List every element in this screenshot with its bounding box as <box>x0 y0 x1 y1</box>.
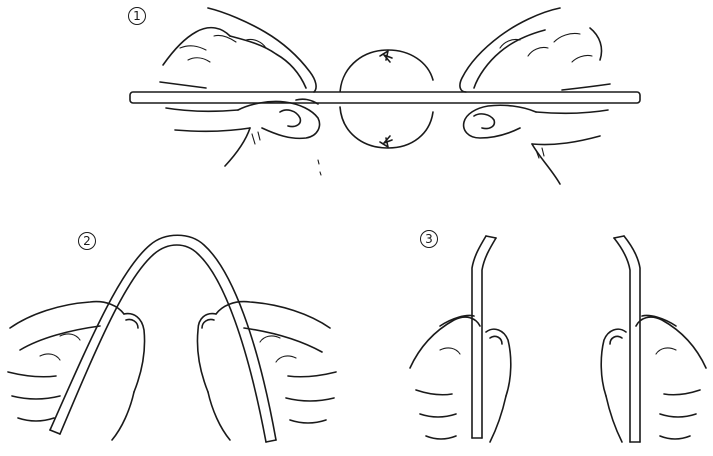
step-2-label: 2 <box>78 232 96 250</box>
step-3-illustration <box>410 236 706 442</box>
step-1-label: 1 <box>128 7 146 25</box>
step-3-label: 3 <box>420 230 438 248</box>
right-hand-icon <box>601 315 706 442</box>
right-hand-icon <box>197 302 336 440</box>
u-bent-rod <box>50 235 276 442</box>
left-hand-icon <box>410 315 511 442</box>
straight-rod <box>130 92 640 103</box>
step-2-illustration <box>8 235 336 442</box>
right-rod-half <box>614 236 640 442</box>
step-1-illustration <box>130 8 640 184</box>
